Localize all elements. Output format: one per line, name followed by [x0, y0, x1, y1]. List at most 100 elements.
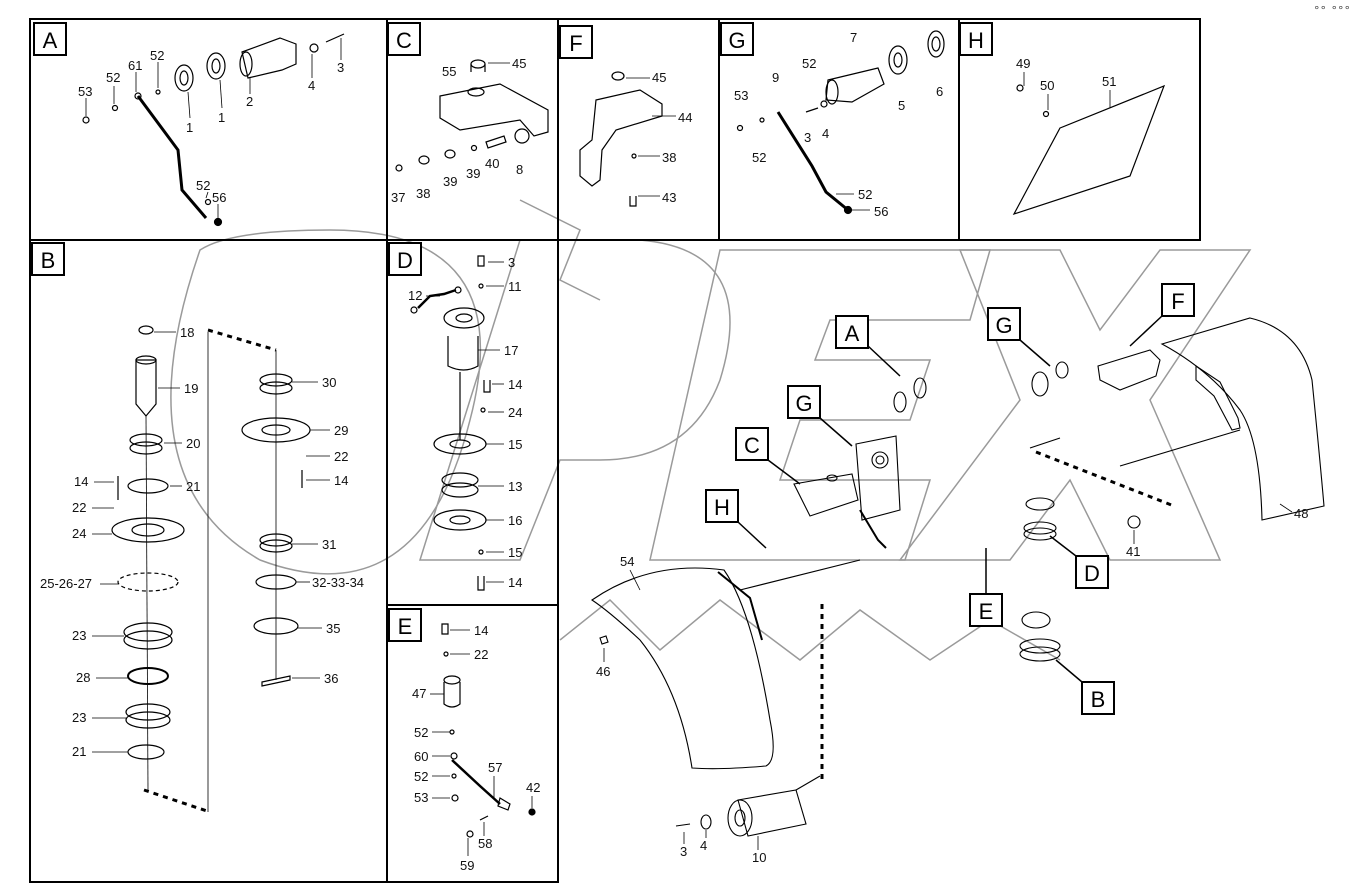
- callout-g-top: G: [987, 307, 1051, 367]
- svg-text:39: 39: [443, 174, 457, 189]
- svg-text:44: 44: [678, 110, 692, 125]
- svg-text:4: 4: [700, 838, 707, 853]
- svg-text:57: 57: [488, 760, 502, 775]
- panel-a-drawing: [82, 33, 345, 227]
- svg-text:H: H: [714, 495, 730, 520]
- svg-text:22: 22: [334, 449, 348, 464]
- panel-tag-d: D: [388, 242, 422, 276]
- svg-text:55: 55: [442, 64, 456, 79]
- svg-text:G: G: [995, 313, 1012, 338]
- svg-text:60: 60: [414, 749, 428, 764]
- panel-c-labels: 55 45 37 38 39 39 40 8: [391, 56, 526, 205]
- panel-tag-f: F: [559, 25, 593, 59]
- svg-text:6: 6: [936, 84, 943, 99]
- panel-h-labels: 49 50 51: [1016, 56, 1116, 110]
- svg-text:52: 52: [858, 187, 872, 202]
- svg-text:10: 10: [752, 850, 766, 865]
- callout-d: D: [1049, 535, 1109, 589]
- panel-tag-h: H: [959, 22, 993, 56]
- svg-text:36: 36: [324, 671, 338, 686]
- svg-text:53: 53: [78, 84, 92, 99]
- svg-text:45: 45: [652, 70, 666, 85]
- svg-text:G: G: [728, 28, 745, 53]
- svg-text:35: 35: [326, 621, 340, 636]
- panel-a-labels: 53 52 61 52 1 1 2 4 3 52 56: [78, 48, 344, 205]
- svg-text:18: 18: [180, 325, 194, 340]
- svg-text:C: C: [396, 28, 412, 53]
- svg-text:53: 53: [414, 790, 428, 805]
- panel-b-guides: [145, 332, 277, 812]
- svg-text:52: 52: [414, 725, 428, 740]
- panel-e-labels: 14 22 47 52 60 52 53 57 42 58 59: [412, 623, 540, 873]
- svg-text:58: 58: [478, 836, 492, 851]
- svg-text:52: 52: [150, 48, 164, 63]
- svg-text:G: G: [795, 391, 812, 416]
- svg-text:3: 3: [804, 130, 811, 145]
- panel-c-drawing: [395, 59, 549, 172]
- svg-text:B: B: [41, 248, 56, 273]
- svg-text:14: 14: [508, 377, 522, 392]
- panel-tag-c: C: [387, 22, 421, 56]
- panel-d-labels: 3 11 12 17 14 24 15 13 16 15 14: [408, 255, 522, 590]
- svg-text:20: 20: [186, 436, 200, 451]
- svg-text:46: 46: [596, 664, 610, 679]
- svg-text:4: 4: [308, 78, 315, 93]
- svg-text:52: 52: [802, 56, 816, 71]
- panel-g-labels: 7 53 9 52 3 4 5 6 52 52 56: [734, 30, 943, 219]
- callout-h: H: [705, 489, 767, 549]
- svg-text:9: 9: [772, 70, 779, 85]
- svg-text:40: 40: [485, 156, 499, 171]
- svg-text:16: 16: [508, 513, 522, 528]
- svg-text:12: 12: [408, 288, 422, 303]
- svg-text:15: 15: [508, 437, 522, 452]
- panel-tag-e: E: [388, 608, 422, 642]
- svg-text:22: 22: [474, 647, 488, 662]
- svg-text:54: 54: [620, 554, 634, 569]
- callout-a: A: [835, 315, 901, 377]
- svg-text:H: H: [968, 28, 984, 53]
- panel-b-labels: 18 19 20 14 21 22 24 25-26-27 23 28 23 2…: [40, 325, 364, 759]
- svg-text:53: 53: [734, 88, 748, 103]
- svg-text:32-33-34: 32-33-34: [312, 575, 364, 590]
- svg-text:24: 24: [508, 405, 522, 420]
- svg-text:38: 38: [662, 150, 676, 165]
- svg-text:25-26-27: 25-26-27: [40, 576, 92, 591]
- svg-text:30: 30: [322, 375, 336, 390]
- panel-h-drawing: [1012, 84, 1166, 216]
- svg-text:50: 50: [1040, 78, 1054, 93]
- svg-text:1: 1: [218, 110, 225, 125]
- window-dots-icon: °° °°°: [1314, 4, 1351, 17]
- svg-text:E: E: [979, 599, 994, 624]
- svg-text:52: 52: [106, 70, 120, 85]
- svg-text:47: 47: [412, 686, 426, 701]
- svg-text:23: 23: [72, 628, 86, 643]
- svg-text:52: 52: [752, 150, 766, 165]
- svg-text:3: 3: [508, 255, 515, 270]
- svg-text:C: C: [744, 433, 760, 458]
- svg-text:5: 5: [898, 98, 905, 113]
- svg-text:56: 56: [874, 204, 888, 219]
- svg-text:A: A: [845, 321, 860, 346]
- svg-text:28: 28: [76, 670, 90, 685]
- svg-text:45: 45: [512, 56, 526, 71]
- svg-text:7: 7: [850, 30, 857, 45]
- main-callouts: A G F G C H D E B: [705, 283, 1195, 715]
- svg-text:3: 3: [680, 844, 687, 859]
- svg-text:E: E: [398, 614, 413, 639]
- panel-f-drawing: [579, 71, 663, 207]
- svg-text:11: 11: [508, 279, 522, 294]
- panel-b-dashed-guides: [143, 328, 277, 814]
- svg-text:29: 29: [334, 423, 348, 438]
- svg-text:31: 31: [322, 537, 336, 552]
- svg-text:3: 3: [337, 60, 344, 75]
- svg-text:21: 21: [72, 744, 86, 759]
- svg-text:14: 14: [74, 474, 88, 489]
- panel-e-drawing: [441, 623, 536, 838]
- callout-b: B: [1055, 659, 1115, 715]
- svg-text:37: 37: [391, 190, 405, 205]
- svg-text:61: 61: [128, 58, 142, 73]
- callout-g-mid: G: [787, 385, 853, 447]
- svg-text:21: 21: [186, 479, 200, 494]
- svg-text:42: 42: [526, 780, 540, 795]
- svg-text:A: A: [43, 28, 58, 53]
